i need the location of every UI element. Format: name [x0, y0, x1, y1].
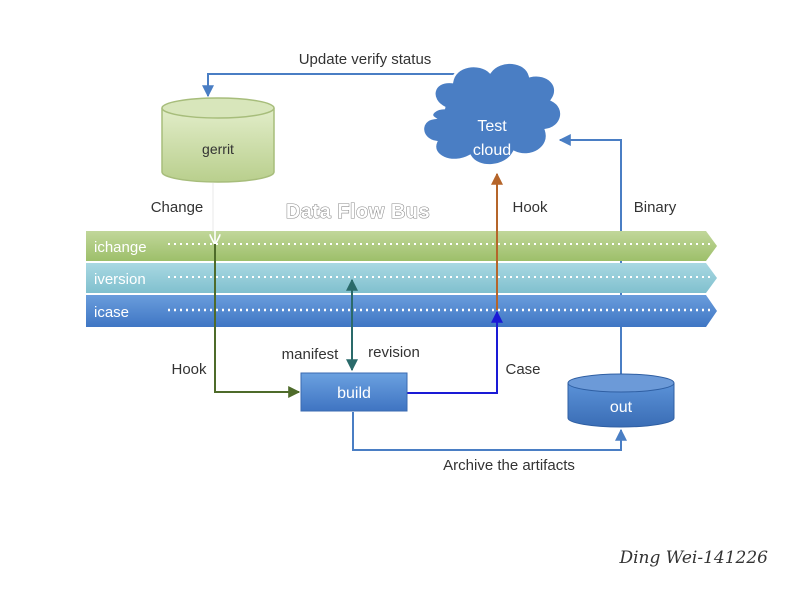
archive-arrow [352, 412, 627, 451]
bus-lane-iversion: iversion [86, 263, 717, 293]
build-label: build [337, 385, 371, 402]
out-node: out [567, 373, 675, 428]
revision-label: revision [368, 344, 420, 361]
test-cloud-label-line1: Test [477, 118, 507, 135]
bus-lane-icase: icase [86, 295, 717, 327]
test-cloud-node: Test cloud [421, 61, 563, 167]
test-cloud-label-line2: cloud [473, 142, 511, 159]
bus-label-icase: icase [94, 304, 129, 321]
archive-label: Archive the artifacts [443, 457, 575, 474]
change-label: Change [151, 199, 204, 216]
out-label: out [610, 399, 633, 416]
manifest-label: manifest [282, 346, 340, 363]
hook-right-label: Hook [512, 199, 548, 216]
build-node: build [300, 372, 408, 412]
update-verify-status-label: Update verify status [299, 51, 432, 68]
gerrit-node: gerrit [161, 97, 275, 183]
bus-lane-ichange: ichange [86, 231, 717, 261]
case-arrow [407, 310, 503, 394]
case-label: Case [505, 361, 540, 378]
hook-left-arrow [214, 244, 301, 398]
data-flow-bus-title: Data Flow Bus [286, 201, 430, 223]
bus-label-iversion: iversion [94, 271, 146, 288]
binary-label: Binary [634, 199, 677, 216]
gerrit-label: gerrit [202, 141, 234, 157]
bus-label-ichange: ichange [94, 239, 147, 256]
author-signature: Ding Wei-141226 [618, 548, 768, 568]
hook-left-label: Hook [171, 361, 207, 378]
